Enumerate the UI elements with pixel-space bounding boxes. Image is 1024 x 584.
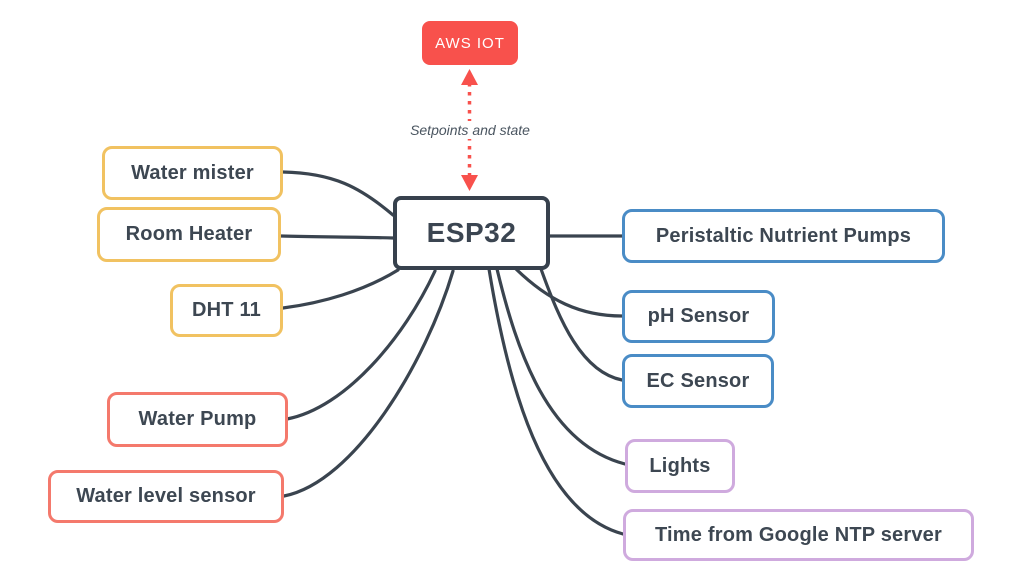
node-label: Water Pump — [138, 408, 257, 430]
node-label: AWS IOT — [435, 34, 505, 52]
connector-water-pump — [285, 269, 437, 421]
node-label: EC Sensor — [646, 369, 750, 392]
node-label: DHT 11 — [191, 299, 261, 321]
node-water-pump[interactable]: Water Pump — [107, 392, 288, 447]
arrowhead-down-icon — [461, 175, 478, 191]
node-ntp-time[interactable]: Time from Google NTP server — [623, 509, 974, 561]
connector-lights — [495, 267, 627, 466]
node-label: pH Sensor — [647, 305, 750, 327]
node-label: Room Heater — [125, 223, 253, 245]
node-label: Time from Google NTP server — [655, 523, 942, 546]
arrow-label[interactable]: Setpoints and state — [405, 121, 535, 139]
node-ec-sensor[interactable]: EC Sensor — [622, 354, 774, 408]
node-aws-iot[interactable]: AWS IOT — [422, 21, 518, 65]
node-label: Water mister — [131, 161, 254, 184]
node-peristaltic-pumps[interactable]: Peristaltic Nutrient Pumps — [622, 209, 945, 263]
node-label: Lights — [649, 454, 711, 477]
node-dht11[interactable]: DHT 11 — [170, 284, 283, 337]
connector-water-mister — [281, 170, 395, 217]
node-ph-sensor[interactable]: pH Sensor — [622, 290, 775, 343]
node-room-heater[interactable]: Room Heater — [97, 207, 281, 262]
connector-ec-sensor — [539, 267, 624, 382]
connector-ntp-time — [487, 267, 625, 536]
connector-room-heater — [279, 234, 395, 240]
connector-ph-sensor — [514, 267, 624, 318]
arrowhead-up-icon — [461, 69, 478, 85]
node-lights[interactable]: Lights — [625, 439, 735, 493]
node-label: Water level sensor — [76, 485, 256, 507]
node-water-mister[interactable]: Water mister — [102, 146, 283, 200]
connector-dht11 — [281, 268, 400, 310]
node-water-level-sensor[interactable]: Water level sensor — [48, 470, 284, 523]
node-esp32[interactable]: ESP32 — [393, 196, 550, 270]
node-label: Peristaltic Nutrient Pumps — [655, 224, 912, 247]
connector-water-level-sensor — [282, 269, 455, 498]
node-label: ESP32 — [426, 217, 517, 248]
